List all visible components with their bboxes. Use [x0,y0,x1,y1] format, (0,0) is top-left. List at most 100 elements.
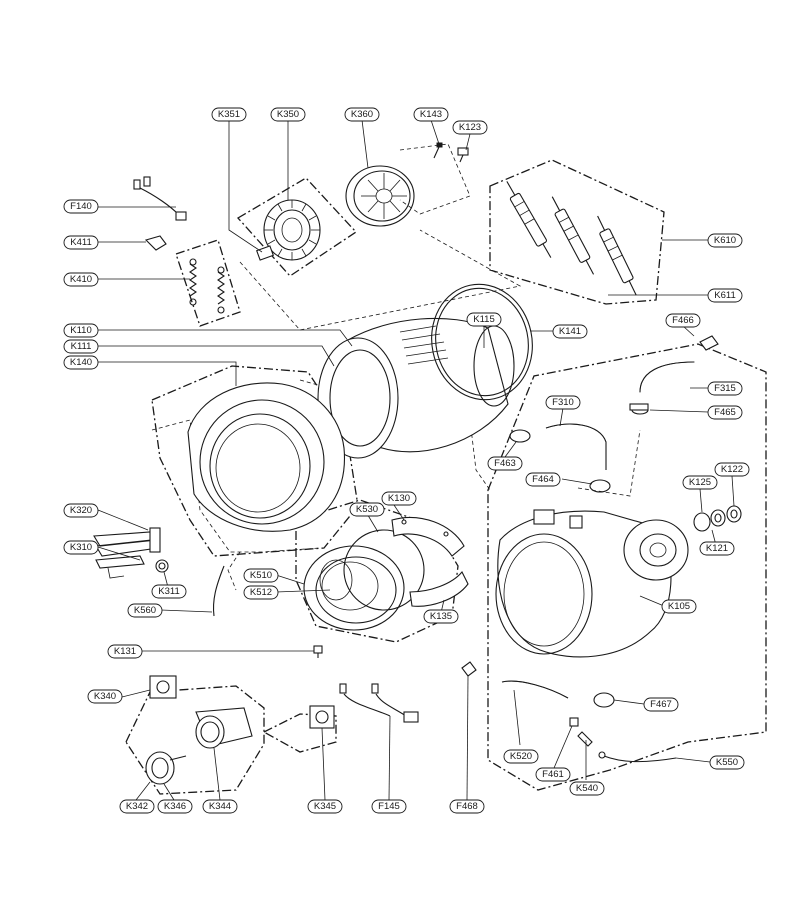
label-k115[interactable]: K115 [466,312,502,327]
label-k611[interactable]: K611 [707,288,743,303]
drain-fitting-part [569,717,579,727]
label-k135[interactable]: K135 [423,609,459,624]
label-k123[interactable]: K123 [452,120,488,135]
label-f468[interactable]: F468 [449,799,485,814]
level-sensor-part [461,661,477,677]
rotor-part [345,165,415,227]
gasket-hose-part [212,565,225,617]
label-k140[interactable]: K140 [63,355,99,370]
vent-cap-part [699,335,719,351]
label-k351[interactable]: K351 [211,107,247,122]
label-k520[interactable]: K520 [503,749,539,764]
label-k411[interactable]: K411 [63,235,99,250]
svg-text:K143: K143 [420,109,442,120]
leader-lines [97,119,735,801]
heater-part [93,527,161,557]
svg-text:F315: F315 [714,383,736,394]
label-k530[interactable]: K530 [349,502,385,517]
parts [93,142,742,785]
svg-text:F464: F464 [532,474,554,485]
label-k143[interactable]: K143 [413,107,449,122]
label-f315[interactable]: F315 [707,381,743,396]
bearing-housing-part [623,519,689,581]
label-k131[interactable]: K131 [107,644,143,659]
label-k141[interactable]: K141 [552,324,588,339]
lower-weight-part [409,571,469,607]
label-f463[interactable]: F463 [487,456,523,471]
label-f467[interactable]: F467 [643,697,679,712]
svg-text:K130: K130 [388,493,410,504]
front-panel-group-outline [151,365,359,557]
svg-text:F145: F145 [378,801,400,812]
drain-valve-part [309,705,335,729]
front-tub-part [187,382,346,532]
outer-tub-group-outline [487,343,767,791]
label-k340[interactable]: K340 [87,689,123,704]
tub-gasket-part [431,283,533,401]
svg-text:K121: K121 [706,543,728,554]
svg-text:K140: K140 [70,357,92,368]
label-k540[interactable]: K540 [569,781,605,796]
label-f140[interactable]: F140 [63,199,99,214]
label-f465[interactable]: F465 [707,405,743,420]
label-k512[interactable]: K512 [243,585,279,600]
label-f461[interactable]: F461 [535,767,571,782]
tub-bolt-part [457,147,469,163]
label-f466[interactable]: F466 [665,313,701,328]
svg-text:F467: F467 [650,699,672,710]
label-k105[interactable]: K105 [661,599,697,614]
svg-text:K360: K360 [351,109,373,120]
spring-group-outline [175,239,241,327]
label-k310[interactable]: K310 [63,540,99,555]
label-k122[interactable]: K122 [714,462,750,477]
svg-text:F310: F310 [552,397,574,408]
label-k345[interactable]: K345 [307,799,343,814]
heater-nut-part [155,559,169,573]
pump-housing-part [195,707,253,749]
svg-text:K510: K510 [250,570,272,581]
svg-text:K520: K520 [510,751,532,762]
svg-text:K311: K311 [158,586,179,597]
label-k111[interactable]: K111 [63,339,99,354]
label-k560[interactable]: K560 [127,603,163,618]
stator-part [263,199,321,261]
label-k125[interactable]: K125 [682,475,718,490]
svg-text:K410: K410 [70,274,92,285]
svg-text:K105: K105 [668,601,690,612]
drain-hose-part [545,423,607,470]
label-k344[interactable]: K344 [202,799,238,814]
svg-text:K611: K611 [714,290,735,301]
label-k510[interactable]: K510 [243,568,279,583]
gasket-clamp-part [343,529,425,611]
svg-text:K320: K320 [70,505,92,516]
label-f145[interactable]: F145 [371,799,407,814]
label-k311[interactable]: K311 [151,584,187,599]
drain-tube-part [577,731,593,747]
label-k350[interactable]: K350 [270,107,306,122]
label-k360[interactable]: K360 [344,107,380,122]
heater-sensor-part [95,555,145,579]
svg-text:F465: F465 [714,407,736,418]
label-k346[interactable]: K346 [157,799,193,814]
label-k121[interactable]: K121 [699,541,735,556]
svg-text:F466: F466 [672,315,694,326]
svg-text:K344: K344 [209,801,231,812]
svg-text:K340: K340 [94,691,116,702]
suspension-springs-part [189,258,225,314]
label-k550[interactable]: K550 [709,755,745,770]
label-k130[interactable]: K130 [381,491,417,506]
svg-text:F461: F461 [542,769,564,780]
label-k610[interactable]: K610 [707,233,743,248]
spring-clip-part [144,235,167,251]
label-f464[interactable]: F464 [525,472,561,487]
svg-text:K141: K141 [559,326,581,337]
ground-cable-part [598,751,677,763]
label-k320[interactable]: K320 [63,503,99,518]
svg-text:F468: F468 [456,801,478,812]
door-gasket-part [303,545,405,631]
label-k410[interactable]: K410 [63,272,99,287]
label-k342[interactable]: K342 [119,799,155,814]
label-f310[interactable]: F310 [545,395,581,410]
fill-hose-part [639,361,695,393]
label-k110[interactable]: K110 [63,323,99,338]
